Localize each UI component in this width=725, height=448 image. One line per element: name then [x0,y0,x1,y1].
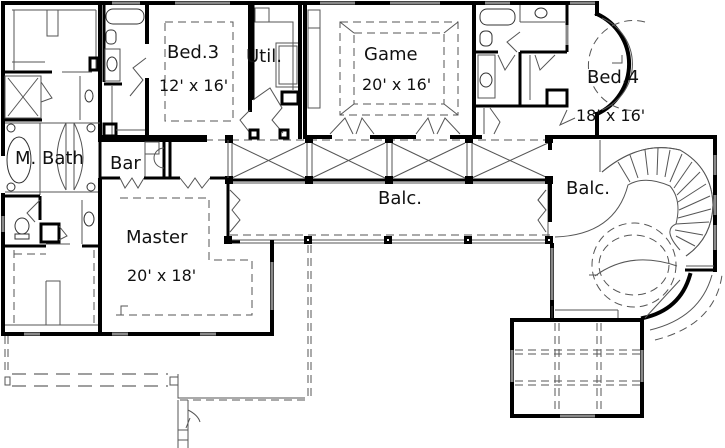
pavilion [510,306,644,418]
room-name-balcony-stair: Balc. [566,178,610,199]
bar-area [98,138,229,189]
room-name-master: Master [126,227,188,248]
room-name-balcony-center: Balc. [378,188,422,209]
room-dimensions-master: 20' x 18' [127,266,197,285]
room-name-bed4: Bed.4 [587,67,640,88]
bed3-wing [98,1,302,139]
bed4-room [545,1,646,139]
room-name-bed3: Bed.3 [167,42,220,63]
room-dimensions-game: 20' x 16' [362,75,432,94]
util-area [248,1,302,140]
room-name-game: Game [364,44,418,65]
room-dimensions-bed3: 12' x 16' [159,76,229,95]
game-room [302,1,482,139]
master-room [98,178,274,336]
room-name-bar: Bar [110,153,141,174]
room-name-mbath: M. Bath [15,148,84,169]
gallery-corridor [205,135,553,184]
lower-terrace [4,245,312,448]
room-dimensions-bed4: 18' x 16' [576,106,646,125]
left-wing [1,1,274,336]
stair-balcony [537,135,723,341]
bed4-bath [474,1,599,135]
room-name-util: Util. [246,46,282,67]
